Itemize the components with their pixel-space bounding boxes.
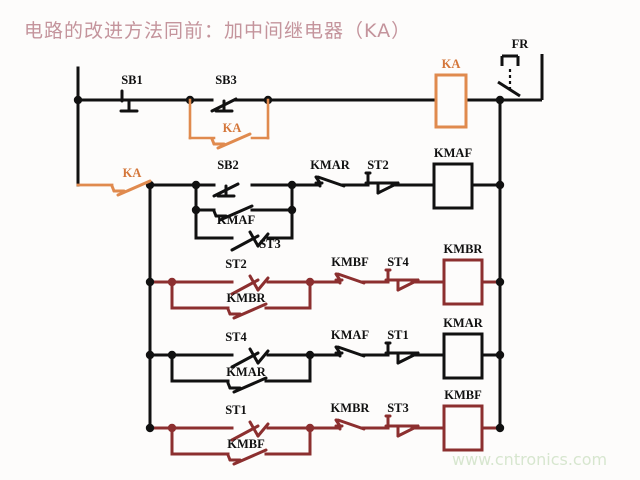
contact-kmaf-ilk: [334, 345, 366, 358]
contact-kmaf-ilk-stroke: [336, 345, 366, 358]
contact-kmbr-ilk-stroke: [336, 418, 366, 431]
contact-sb1: [116, 89, 142, 113]
contact-kmar-aux: [226, 376, 268, 394]
contact-st1-branch: [230, 420, 270, 442]
node-bus-rung3: [145, 277, 155, 287]
node-left-rail-top: [73, 95, 83, 105]
contact-st1-main-stroke: [396, 351, 420, 365]
contact-st1-branch-label: ST1: [225, 403, 247, 417]
coil-kmbf: [442, 404, 484, 452]
contact-st4-branch: [230, 347, 270, 369]
contact-kmar-ilk-label: KMAR: [310, 158, 351, 172]
contact-sb2-label: SB2: [217, 158, 239, 172]
coil-ka: [434, 73, 468, 129]
contact-st4-main: [384, 268, 420, 292]
contact-ka-seal: [210, 132, 252, 150]
contact-ka-left-label: KA: [123, 166, 142, 180]
coil-kmaf: [432, 162, 474, 210]
contact-st2-main-label: ST2: [367, 158, 389, 172]
coil-ka-label: KA: [442, 57, 461, 71]
node-bus-rung4: [145, 350, 155, 360]
contact-st2-branch-label: ST2: [225, 257, 247, 271]
node-right-rail-rung4: [495, 350, 505, 360]
contact-st2-branch-stroke: [256, 276, 270, 292]
contact-st2-main-stroke: [376, 181, 400, 195]
contact-st3-main-stroke: [396, 424, 420, 438]
contact-kmbr-aux-label: KMBR: [227, 291, 267, 305]
contact-kmar-ilk-stroke: [316, 175, 346, 188]
contact-st4-branch-stroke: [256, 349, 270, 365]
coil-kmar-label: KMAR: [443, 316, 484, 330]
watermark: www.cntronics.com: [452, 450, 608, 469]
contact-st3-main: [384, 414, 420, 438]
contact-sb1-label: SB1: [121, 73, 143, 87]
page-title: 电路的改进方法同前：加中间继电器（KA）: [24, 20, 412, 42]
contact-st1-main: [384, 341, 420, 365]
contact-ka-left-stroke: [116, 179, 152, 197]
contact-st1-main-label: ST1: [387, 328, 409, 342]
contact-kmbf-ilk-stroke: [336, 272, 366, 285]
contact-kmbr-ilk-label: KMBR: [331, 401, 371, 415]
wire-layer: [73, 66, 505, 456]
contact-ka-seal-stroke: [216, 132, 252, 150]
contact-kmbf-ilk-label: KMBF: [331, 255, 369, 269]
contact-kmbr-ilk: [334, 418, 366, 431]
node-right-rail-rung2: [495, 180, 505, 190]
contact-st1-branch-stroke: [256, 422, 270, 438]
contact-kmar-aux-stroke: [232, 376, 268, 394]
contact-st4-branch-stroke: [248, 347, 260, 365]
contact-st2-branch: [230, 274, 270, 296]
contact-st3-aux-label: ST3: [259, 237, 281, 251]
contact-st1-branch-stroke: [248, 420, 260, 438]
coil-kmbr-label: KMBR: [444, 242, 484, 256]
contact-st4-main-label: ST4: [387, 255, 409, 269]
contact-kmaf-aux-label: KMAF: [217, 213, 256, 227]
contact-kmbf-aux-label: KMBF: [227, 437, 265, 451]
contact-kmaf-aux-stroke: [218, 204, 254, 222]
contact-st3-main-label: ST3: [387, 401, 409, 415]
contact-kmar-aux-label: KMAR: [226, 365, 267, 379]
contact-kmbf-aux: [226, 448, 268, 466]
node-right-rail-top: [495, 95, 505, 105]
contact-kmbr-aux: [226, 302, 268, 320]
thermal-overload-fr-label: FR: [512, 37, 530, 51]
contact-sb3-label: SB3: [215, 73, 237, 87]
coil-kmaf-label: KMAF: [434, 146, 473, 160]
contact-kmbf-aux-stroke: [232, 448, 268, 466]
coil-kmbr: [442, 258, 484, 306]
contact-kmaf-aux: [212, 204, 254, 222]
contact-sb2: [212, 182, 240, 198]
node-right-rail-rung5: [495, 423, 505, 433]
contact-sb3: [210, 97, 238, 113]
contact-kmar-ilk: [314, 175, 346, 188]
contact-st2-branch-stroke: [248, 274, 260, 292]
symbol-layer: [110, 54, 544, 466]
contact-kmaf-ilk-label: KMAF: [331, 328, 370, 342]
coil-kmbf-label: KMBF: [444, 388, 482, 402]
node-right-rail-rung3: [495, 277, 505, 287]
contact-ka-left: [110, 179, 152, 197]
thermal-overload-fr: [497, 54, 544, 102]
contact-st3-aux-stroke: [248, 230, 260, 248]
contact-kmbr-aux-stroke: [232, 302, 268, 320]
node-bus-rung5: [145, 423, 155, 433]
contact-st3-aux-stroke: [256, 232, 270, 248]
contact-st2-main: [364, 171, 400, 195]
contact-st4-main-stroke: [396, 278, 420, 292]
coil-kmar: [442, 332, 484, 380]
contact-ka-seal-label: KA: [223, 121, 242, 135]
contact-st3-aux: [230, 230, 270, 252]
contact-st4-branch-label: ST4: [225, 330, 247, 344]
contact-kmbf-ilk: [334, 272, 366, 285]
